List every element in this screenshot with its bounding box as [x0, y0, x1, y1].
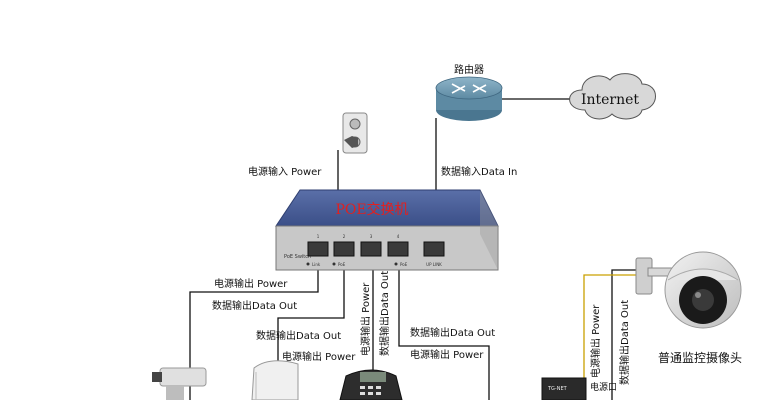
ip-phone[interactable] [339, 369, 403, 400]
far-data-label: 数据输出Data Out [618, 300, 631, 385]
status-led [394, 262, 398, 266]
cloud-label: Internet [581, 92, 639, 108]
keypad-icon [360, 386, 381, 395]
switch-ports: 1 2 3 4 UP LINK Link PoE PoE [306, 234, 445, 267]
mid-power-label: 电源输出 Power [282, 350, 356, 363]
bullet-camera[interactable] [152, 367, 207, 400]
data-input-label: 数据输入Data In [441, 165, 517, 178]
dome-camera[interactable]: 普通监控摄像头 [635, 251, 742, 365]
port-1[interactable] [307, 241, 329, 257]
power-plug-icon [344, 136, 358, 148]
splitter-port-label: 电源口 [590, 381, 617, 393]
vertical-power-label: 电源输出 Power [359, 282, 372, 356]
mid-data-label: 数据输出Data Out [256, 329, 341, 342]
port2-link-line [277, 250, 345, 400]
uplink-label: UP LINK [426, 262, 442, 267]
cloud-icon [569, 73, 656, 120]
status-led [332, 262, 336, 266]
port-number: 1 [317, 234, 320, 239]
access-point[interactable] [251, 360, 299, 400]
port-3[interactable] [360, 241, 382, 257]
left-power-label: 电源输出 Power [214, 277, 288, 290]
splitter-brand: TG-NET [547, 386, 568, 392]
port-number: 4 [397, 234, 400, 239]
router[interactable]: 路由器 [435, 63, 503, 121]
port-tag: PoE [400, 262, 408, 267]
power-input-label: 电源输入 Power [248, 165, 322, 178]
switch-label: POE交换机 [335, 201, 408, 218]
port-tag: Link [312, 262, 321, 267]
right-power-label: 电源输出 Power [410, 348, 484, 361]
poe-splitter[interactable]: TG-NET 电源口 [541, 377, 617, 400]
router-label: 路由器 [454, 63, 484, 76]
port-number: 3 [370, 234, 373, 239]
dome-camera-label: 普通监控摄像头 [658, 350, 742, 365]
port-tag: PoE [338, 262, 346, 267]
far-power-label: 电源输出 Power [589, 304, 602, 378]
vertical-data-label: 数据输出Data Out [378, 271, 391, 356]
port-4[interactable] [387, 241, 409, 257]
switch-panel-label: PoE Switch [284, 254, 311, 260]
power-outlet[interactable] [342, 112, 368, 154]
internet-cloud[interactable]: Internet [569, 73, 656, 120]
camera-link-line [611, 269, 640, 400]
port1-link-line [189, 250, 319, 400]
right-data-label: 数据输出Data Out [410, 326, 495, 339]
left-data-label: 数据输出Data Out [212, 299, 297, 312]
port-2[interactable] [333, 241, 355, 257]
router-arrows-icon [451, 83, 487, 94]
port-number: 2 [343, 234, 346, 239]
uplink-port[interactable] [423, 241, 445, 257]
poe-switch[interactable]: POE交换机 PoE Switch 1 2 3 4 UP LINK Link P… [275, 189, 499, 271]
port4-link-line [398, 250, 490, 400]
camera-power-line [583, 274, 640, 400]
status-led [306, 262, 310, 266]
